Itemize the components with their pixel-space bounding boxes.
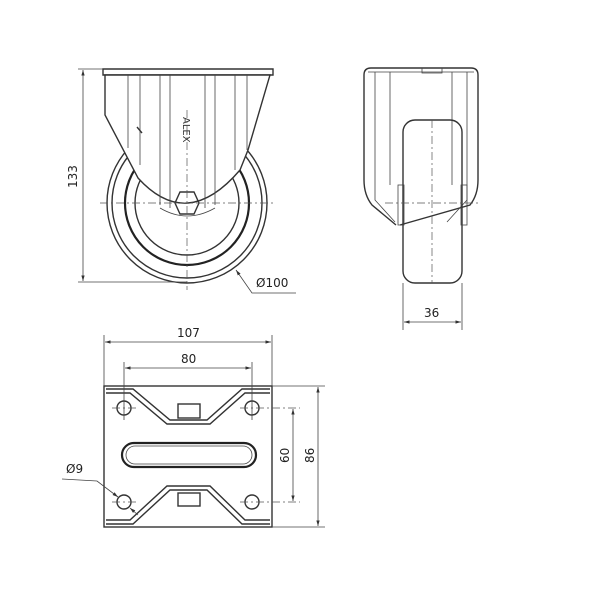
bracket-edge-top: [106, 388, 270, 425]
fork-inner-lines: [368, 71, 474, 223]
mounting-plate: [103, 385, 273, 528]
front-view: ALEX 133 Ø100: [66, 68, 296, 294]
top-nut: [177, 403, 201, 419]
leader-line: [235, 269, 296, 294]
bracket-ribs: [159, 207, 216, 217]
plate-view: 107 80 60 86 Ø9: [61, 326, 325, 528]
hole-spacing-y-dimension: 60: [278, 448, 292, 463]
fork-bracket: [104, 74, 271, 204]
bracket-ribs: [127, 75, 248, 208]
hole-diameter-dimension: Ø9: [66, 462, 83, 476]
wheel-diameter-dimension: Ø100: [256, 276, 288, 290]
center-slot-inner: [125, 445, 253, 465]
bracket-edge-bottom: [106, 485, 270, 525]
top-plate: [102, 68, 274, 76]
brand-mark: ALEX: [180, 117, 191, 143]
side-view: 36: [363, 67, 480, 330]
plate-width-dimension: 107: [177, 326, 200, 340]
wheel-width-dimension: 36: [424, 306, 439, 320]
plate-depth-dimension: 86: [303, 448, 317, 463]
leader-line: [61, 478, 119, 498]
center-slot: [120, 441, 258, 469]
wheel-side: [402, 119, 463, 284]
bottom-nut: [177, 492, 201, 507]
height-dimension: 133: [66, 165, 80, 188]
axle-spacer: [397, 184, 405, 226]
axle-spacer: [460, 184, 468, 226]
leader-line: [129, 507, 139, 516]
plate-notch: [421, 68, 443, 74]
fork-outline: [363, 67, 479, 226]
bracket-mark: [136, 126, 143, 134]
hole-spacing-x-dimension: 80: [181, 352, 196, 366]
